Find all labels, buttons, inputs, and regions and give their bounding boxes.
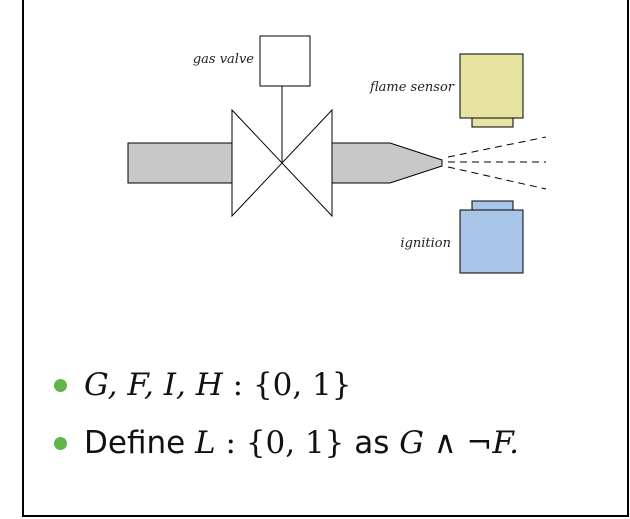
colon: :: [215, 425, 246, 461]
bullet-list: G, F, I, H : {0, 1} Define L : {0, 1} as…: [54, 356, 519, 472]
ignition-tip: [471, 200, 514, 211]
boolean-set: {0, 1}: [245, 425, 345, 461]
boolean-set: {0, 1}: [252, 367, 352, 403]
inlet-pipe: [127, 142, 233, 184]
gas-burner-diagram: gas valve flame sensor ignition: [127, 35, 547, 274]
outlet-nozzle: [331, 142, 443, 184]
colon: :: [222, 367, 253, 403]
variable-list: G, F, I, H: [84, 367, 223, 403]
valve-actuator-box: [259, 35, 311, 87]
bullet-item: G, F, I, H : {0, 1}: [54, 356, 519, 414]
flame-sensor-label: flame sensor: [369, 80, 455, 95]
as-word: as: [344, 425, 400, 461]
logic-expression: G ∧ ¬F.: [399, 425, 519, 461]
flame-sensor-tip: [471, 117, 514, 128]
flame-sensor-body: [459, 53, 524, 119]
bullet-dot: [54, 437, 67, 450]
gas-valve-label: gas valve: [193, 52, 254, 67]
ignition-label: ignition: [400, 236, 451, 251]
ignition-body: [459, 209, 524, 274]
slide: gas valve flame sensor ignition G, F, I,…: [22, 0, 629, 517]
variable-l: L: [195, 425, 216, 461]
bullet-item: Define L : {0, 1} as G ∧ ¬F.: [54, 414, 519, 472]
gas-spray-lines: [447, 136, 547, 190]
bullet-dot: [54, 379, 67, 392]
define-word: Define: [84, 425, 196, 461]
